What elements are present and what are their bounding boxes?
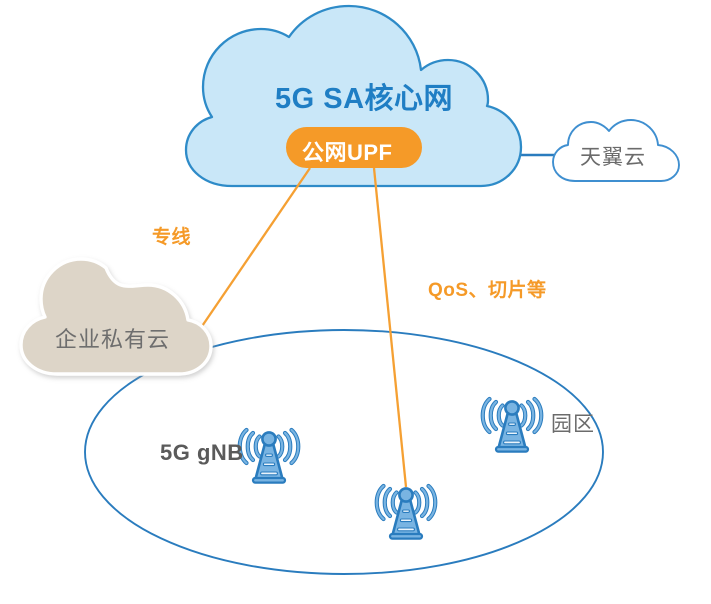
upf-pill[interactable] [286,127,422,168]
link-upf-to-private-cloud [195,167,311,336]
tower-campus-right [483,399,542,452]
core-cloud-shape [184,4,523,188]
link-upf-to-center-tower [372,167,408,488]
public-cloud-shape [552,119,680,182]
tower-center [377,486,436,539]
campus-ellipse [84,329,604,575]
tower-gnb-left [240,430,299,483]
private-cloud-shape [19,257,213,376]
